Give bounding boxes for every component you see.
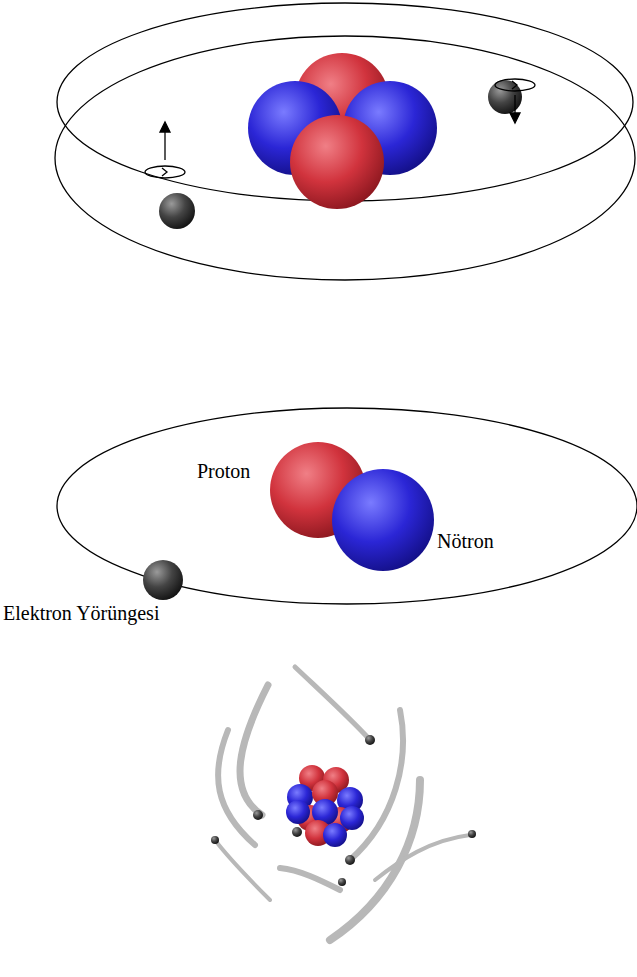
- atom-3d: [211, 667, 476, 940]
- part-label: Nötron: [437, 530, 494, 552]
- deuterium-atom: [57, 408, 637, 604]
- part-label: Proton: [197, 460, 250, 482]
- part-label: Elektron Yörüngesi: [3, 602, 159, 624]
- helium-atom: [55, 3, 635, 280]
